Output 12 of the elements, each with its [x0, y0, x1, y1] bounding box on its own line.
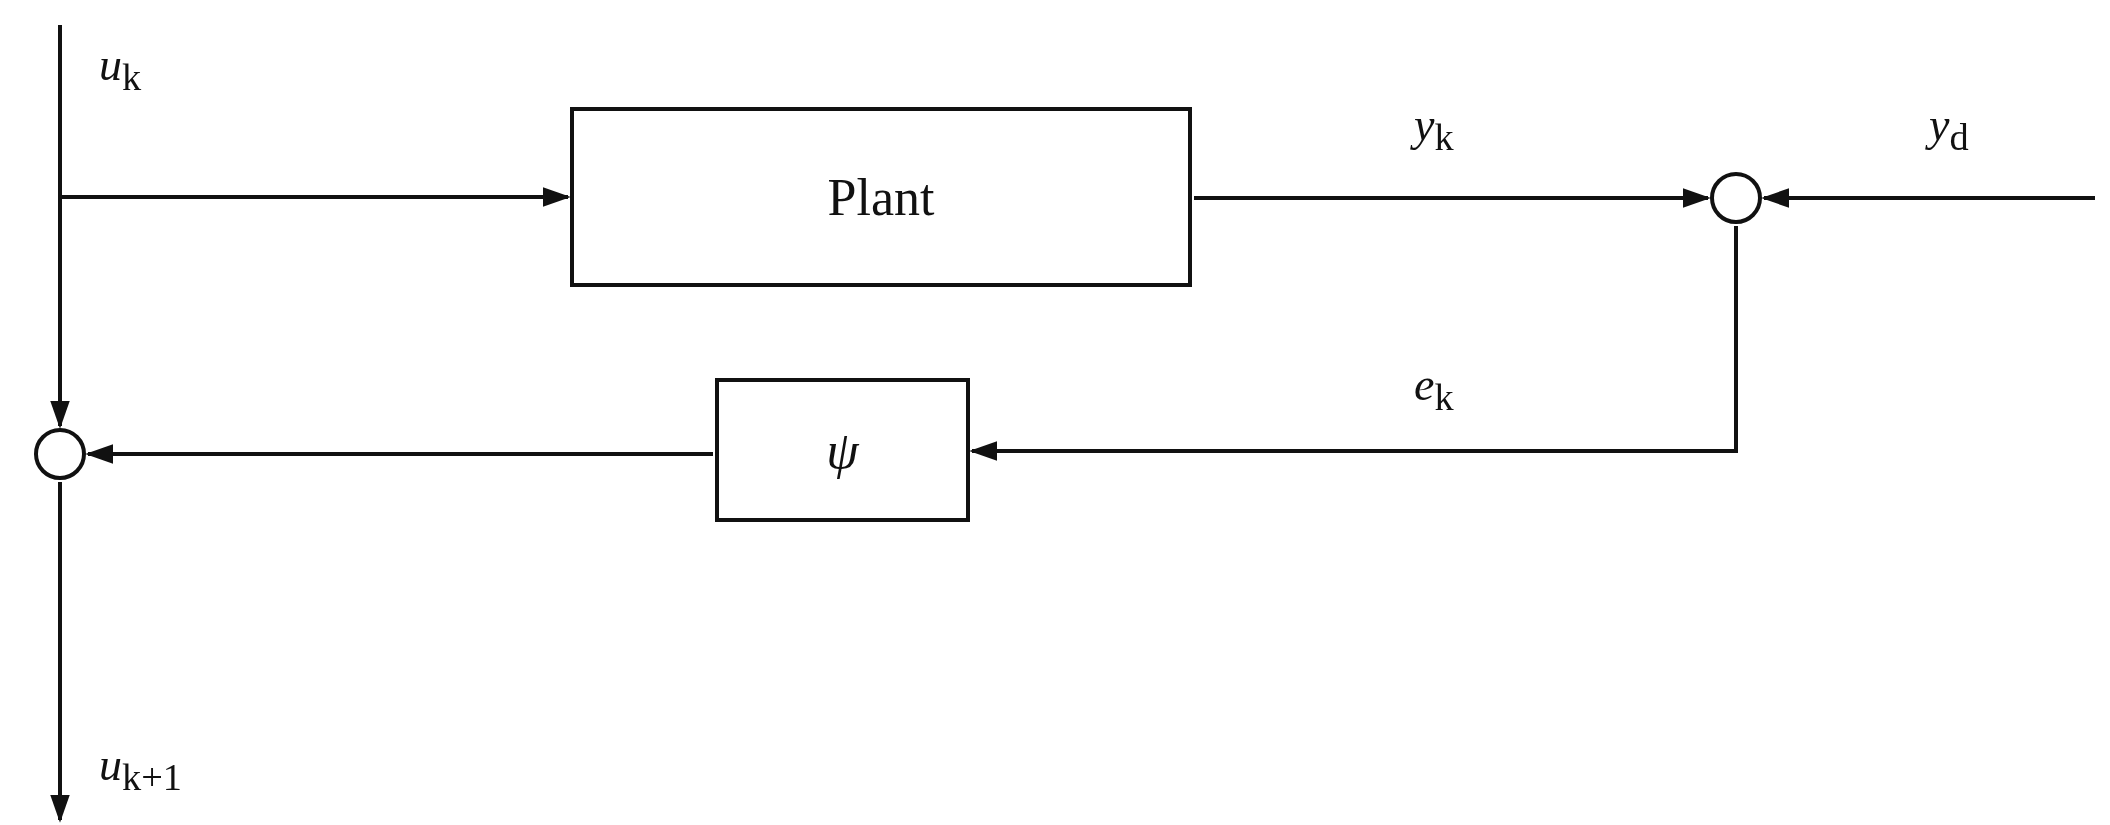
block-label: Plant	[827, 167, 935, 227]
arrow	[969, 226, 1738, 461]
arrow	[1194, 188, 1711, 208]
block-label: ψ	[826, 420, 859, 480]
arrow	[50, 25, 70, 429]
process-box	[715, 378, 970, 522]
arrow	[1761, 188, 2095, 208]
arrow	[85, 444, 713, 464]
arrow	[50, 482, 70, 823]
summing-junction	[1710, 172, 1762, 224]
summing-junction	[34, 428, 86, 480]
process-box	[570, 107, 1192, 287]
